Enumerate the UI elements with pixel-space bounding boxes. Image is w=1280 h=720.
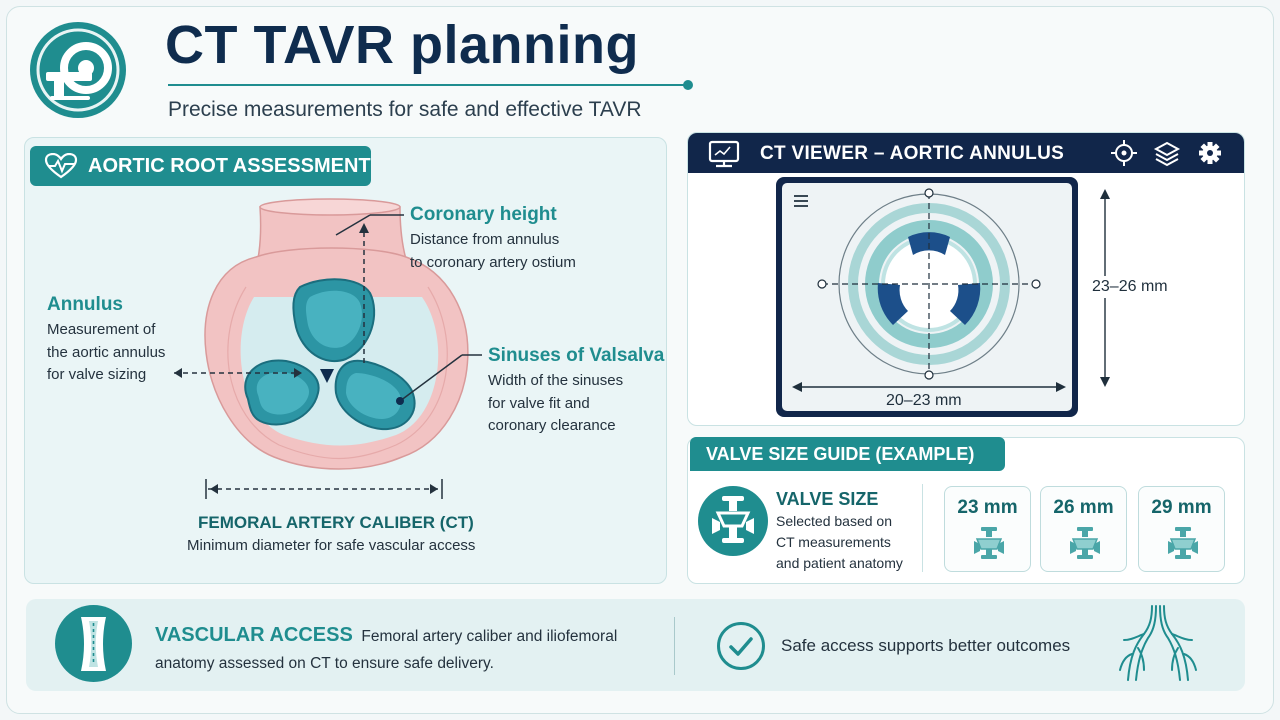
valve-size-option-23[interactable]: 23 mm bbox=[944, 486, 1031, 572]
page-title: CT TAVR planning bbox=[165, 15, 639, 75]
sinuses-desc: Width of the sinuses for valve fit and c… bbox=[488, 372, 624, 434]
aortic-root-tab-label: AORTIC ROOT ASSESSMENT bbox=[88, 154, 371, 177]
vascular-access-text: VASCULAR ACCESS Femoral artery caliber a… bbox=[155, 624, 618, 672]
femoral-caliber-title: FEMORAL ARTERY CALIBER (CT) bbox=[198, 513, 474, 532]
aortic-root-diagram bbox=[174, 198, 482, 499]
gear-icon[interactable] bbox=[1199, 142, 1221, 164]
ct-viewer-canvas bbox=[708, 140, 1221, 417]
monitor-icon bbox=[708, 140, 740, 168]
vascular-access-panel bbox=[26, 599, 1245, 691]
valve-size-desc: Selected based on CT measurements and pa… bbox=[776, 513, 903, 571]
aortic-root-tab: AORTIC ROOT ASSESSMENT bbox=[30, 146, 371, 186]
annulus-title: Annulus bbox=[47, 294, 123, 315]
valve-icon bbox=[698, 486, 768, 556]
valve-size-option-label: 26 mm bbox=[1053, 497, 1114, 518]
layers-icon[interactable] bbox=[1153, 141, 1181, 167]
artery-icon bbox=[55, 605, 132, 682]
horizontal-dimension-label: 20–23 mm bbox=[886, 392, 962, 409]
valve-size-guide-tab: VALVE SIZE GUIDE (EXAMPLE) bbox=[690, 437, 1005, 471]
ct-scanner-icon bbox=[30, 22, 126, 118]
coronary-height-desc: Distance from annulus to coronary artery… bbox=[410, 231, 576, 271]
iliofemoral-vessels-icon bbox=[1119, 605, 1197, 681]
bottom-divider bbox=[674, 617, 675, 675]
annulus-desc: Measurement of the aortic annulus for va… bbox=[47, 321, 166, 383]
menu-icon[interactable] bbox=[794, 195, 808, 207]
valve-guide-divider bbox=[922, 484, 923, 572]
valve-icon bbox=[1168, 527, 1198, 559]
valve-size-option-label: 29 mm bbox=[1151, 497, 1212, 518]
coronary-height-title: Coronary height bbox=[410, 204, 557, 225]
page-subtitle: Precise measurements for safe and effect… bbox=[168, 98, 642, 121]
safe-access-outcome: Safe access supports better outcomes bbox=[781, 636, 1071, 655]
sinuses-title: Sinuses of Valsalva bbox=[488, 345, 665, 366]
valve-size-heading: VALVE SIZE bbox=[776, 489, 879, 509]
valve-size-option-label: 23 mm bbox=[957, 497, 1018, 518]
valve-size-guide-tab-label: VALVE SIZE GUIDE (EXAMPLE) bbox=[706, 443, 975, 464]
ct-viewer-titlebar bbox=[688, 133, 1244, 173]
valve-icon bbox=[974, 527, 1004, 559]
ct-viewer-title: CT VIEWER – AORTIC ANNULUS bbox=[760, 143, 1065, 164]
valve-icon bbox=[1070, 527, 1100, 559]
valve-size-option-29[interactable]: 29 mm bbox=[1138, 486, 1225, 572]
checkmark-icon bbox=[717, 622, 765, 670]
heart-pulse-icon bbox=[44, 153, 78, 179]
femoral-caliber-desc: Minimum diameter for safe vascular acces… bbox=[187, 537, 476, 554]
vascular-access-heading: VASCULAR ACCESS bbox=[155, 624, 353, 646]
title-underline bbox=[168, 84, 686, 86]
vertical-dimension-label: 23–26 mm bbox=[1090, 276, 1170, 298]
crosshair-icon[interactable] bbox=[1111, 140, 1137, 166]
valve-size-option-26[interactable]: 26 mm bbox=[1040, 486, 1127, 572]
ct-viewer-panel: CT VIEWER – AORTIC ANNULUS 20–23 mm 23–2… bbox=[687, 132, 1245, 426]
title-underline-dot bbox=[683, 80, 693, 90]
